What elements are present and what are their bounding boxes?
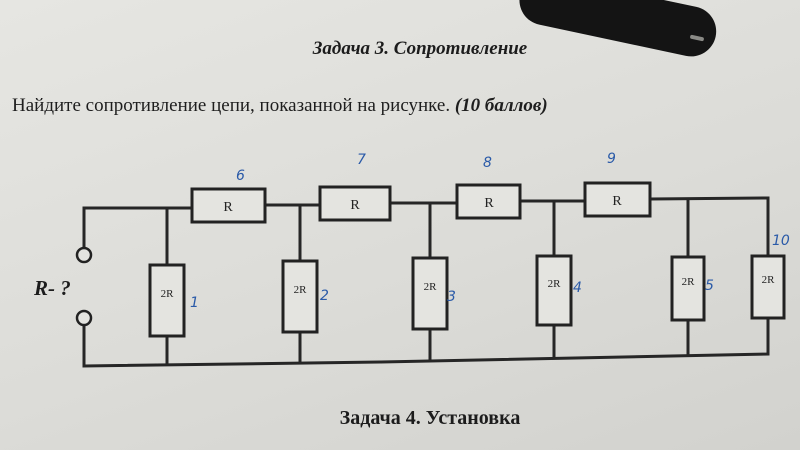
- series-resistor-4-label: R: [612, 194, 622, 209]
- note-7: 7: [357, 152, 366, 168]
- shunt-resistor-1-label: 2R: [161, 288, 175, 300]
- note-10: 10: [772, 233, 790, 249]
- question-text: Найдите сопротивление цепи, показанной н…: [12, 95, 548, 117]
- question-body: Найдите сопротивление цепи, показанной н…: [12, 95, 451, 116]
- shunt-resistor-4: [535, 254, 573, 327]
- series-resistor-4: [583, 181, 652, 218]
- note-6: 6: [236, 168, 245, 184]
- shunt-resistor-4-label: 2R: [548, 278, 562, 290]
- task3-title: Задача 3. Сопротивление: [312, 38, 528, 59]
- note-3: 3: [447, 289, 456, 305]
- shunt-resistor-3-label: 2R: [424, 281, 438, 293]
- series-resistor-3-label: R: [484, 196, 494, 211]
- note-4: 4: [573, 280, 582, 296]
- note-8: 8: [483, 155, 492, 171]
- note-5: 5: [705, 278, 714, 294]
- shunt-resistor-2-label: 2R: [294, 284, 308, 296]
- shunt-resistor-2: [281, 259, 319, 334]
- terminal-top: [75, 246, 93, 264]
- note-9: 9: [607, 151, 616, 167]
- terminal-label: R- ?: [33, 276, 71, 300]
- shunt-resistor-1: [148, 263, 186, 338]
- bottom-wire: [82, 318, 770, 368]
- shunt-wires: [165, 199, 690, 366]
- top-wire: [82, 196, 770, 256]
- series-resistor-1: [190, 187, 267, 224]
- shunt-resistor-6-label: 2R: [762, 274, 776, 286]
- series-resistor-2: [318, 185, 392, 222]
- shunt-resistor-6: [750, 254, 786, 320]
- task4-title: Задача 4. Установка: [339, 407, 521, 429]
- series-resistor-3: [455, 183, 522, 220]
- note-1: 1: [190, 295, 199, 311]
- shunt-resistor-5: [670, 255, 706, 322]
- question-points: (10 баллов): [454, 95, 548, 116]
- note-2: 2: [320, 288, 329, 304]
- series-resistor-1-label: R: [223, 200, 233, 215]
- shunt-resistor-3: [411, 256, 449, 331]
- shunt-resistor-5-label: 2R: [682, 276, 696, 288]
- terminal-bottom: [75, 309, 93, 327]
- series-resistor-2-label: R: [350, 198, 360, 213]
